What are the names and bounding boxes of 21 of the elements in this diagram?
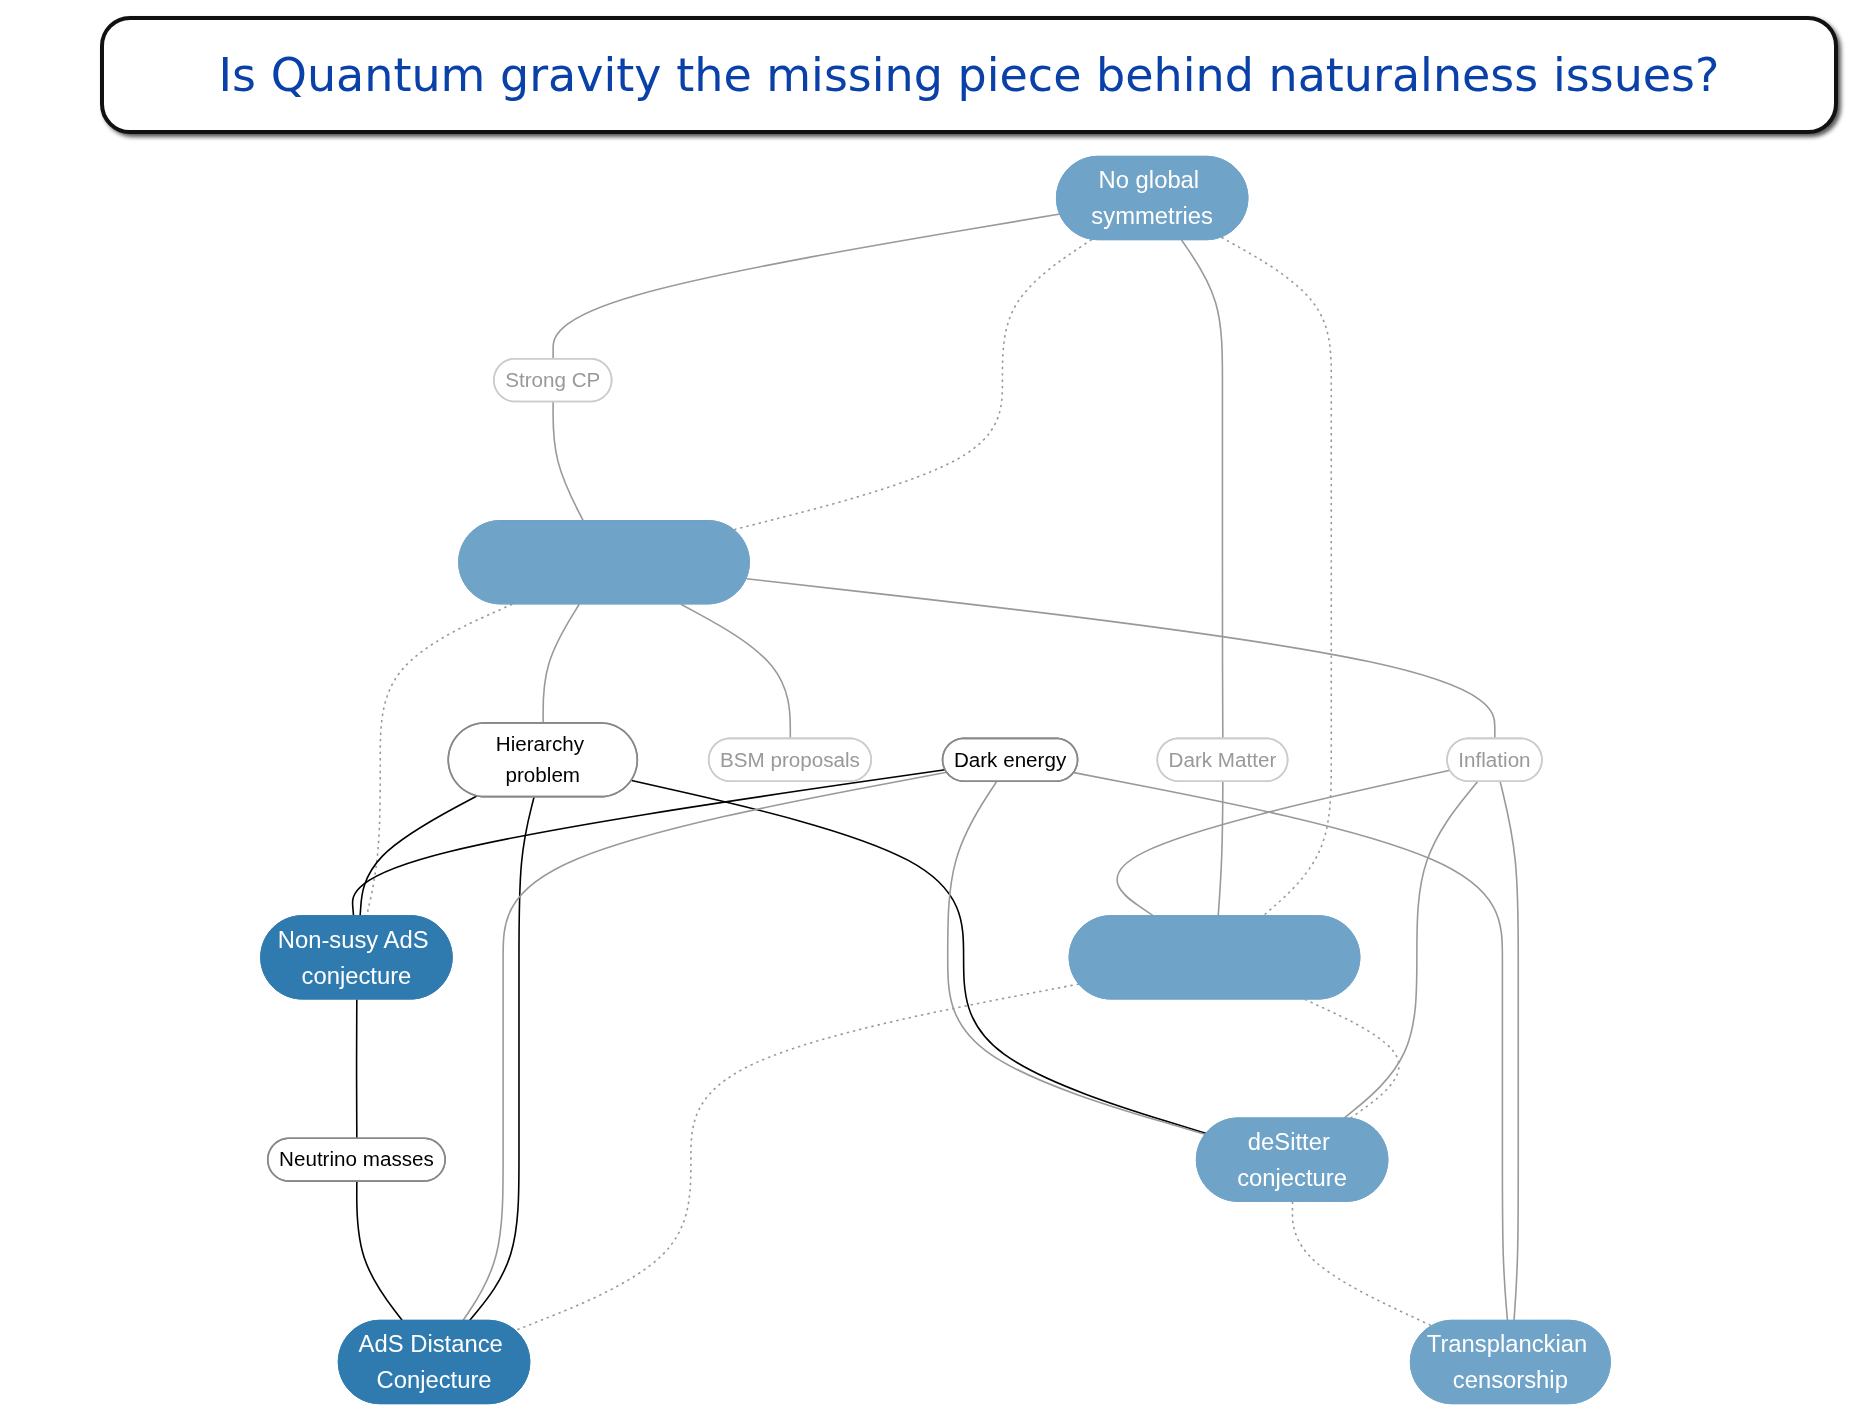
connector — [1180, 239, 1224, 740]
connector — [732, 238, 1093, 531]
connector — [1303, 998, 1400, 1120]
connector — [359, 795, 478, 917]
connector — [514, 983, 1080, 1332]
connector — [1220, 236, 1333, 917]
connector — [1116, 769, 1451, 917]
connector — [1499, 780, 1520, 1322]
connector — [351, 768, 946, 917]
connector — [1217, 780, 1224, 917]
connector — [745, 577, 1496, 740]
connector — [1343, 780, 1479, 1120]
title-banner: Is Quantum gravity the missing piece behind naturalness issues? — [100, 16, 1838, 134]
connector — [552, 213, 1061, 360]
connector — [355, 1180, 404, 1322]
connector — [680, 603, 792, 740]
connector — [552, 401, 585, 522]
connector — [1291, 1200, 1433, 1327]
connector — [1073, 771, 1509, 1322]
connector — [468, 796, 535, 1322]
connector — [355, 998, 358, 1140]
